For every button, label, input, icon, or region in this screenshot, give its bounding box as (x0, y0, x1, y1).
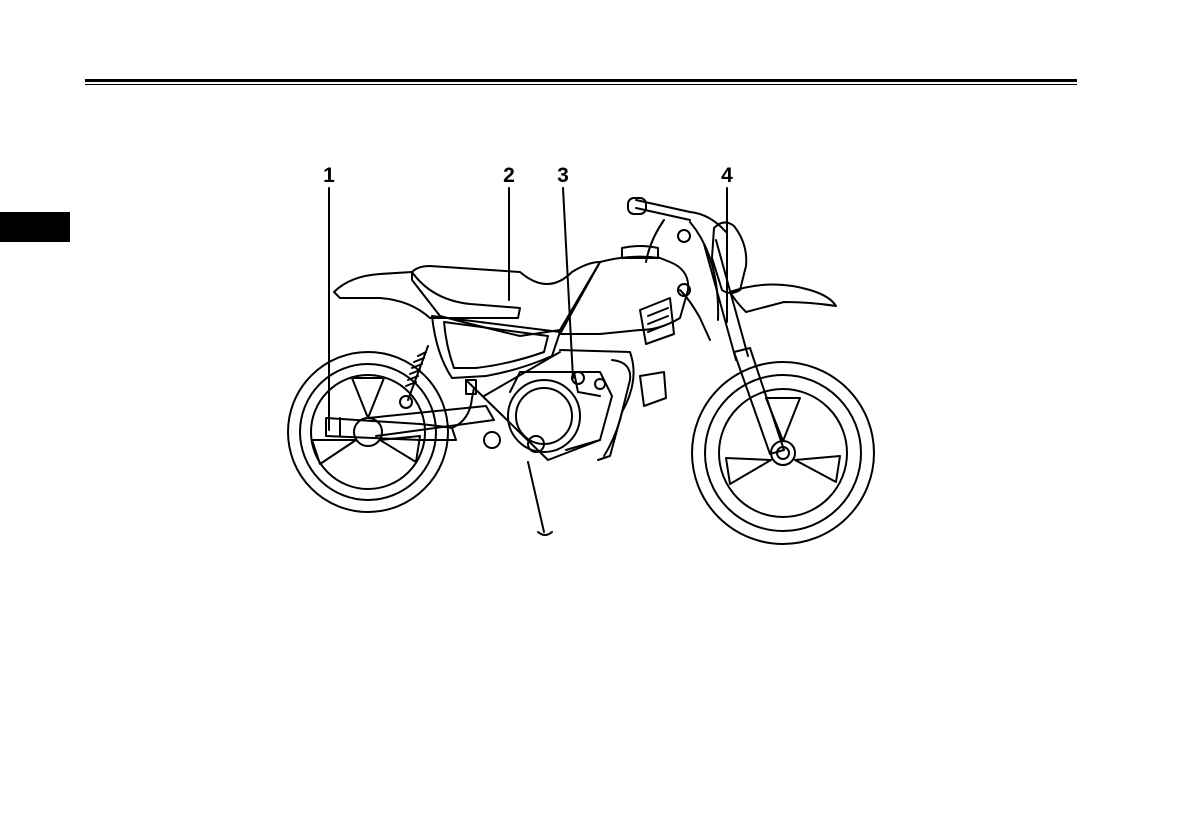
callout-3-label: 3 (557, 164, 569, 187)
callout-1-label: 1 (323, 164, 335, 187)
side-cover (432, 316, 560, 378)
side-stand (528, 462, 552, 535)
rear-fender (334, 272, 520, 318)
front-fender (730, 284, 836, 312)
front-wheel (692, 362, 874, 544)
callout-4-label: 4 (721, 164, 733, 187)
number-plate (712, 222, 746, 293)
rear-wheel (288, 352, 448, 512)
handlebar (628, 198, 726, 262)
callout-2-label: 2 (503, 164, 515, 187)
